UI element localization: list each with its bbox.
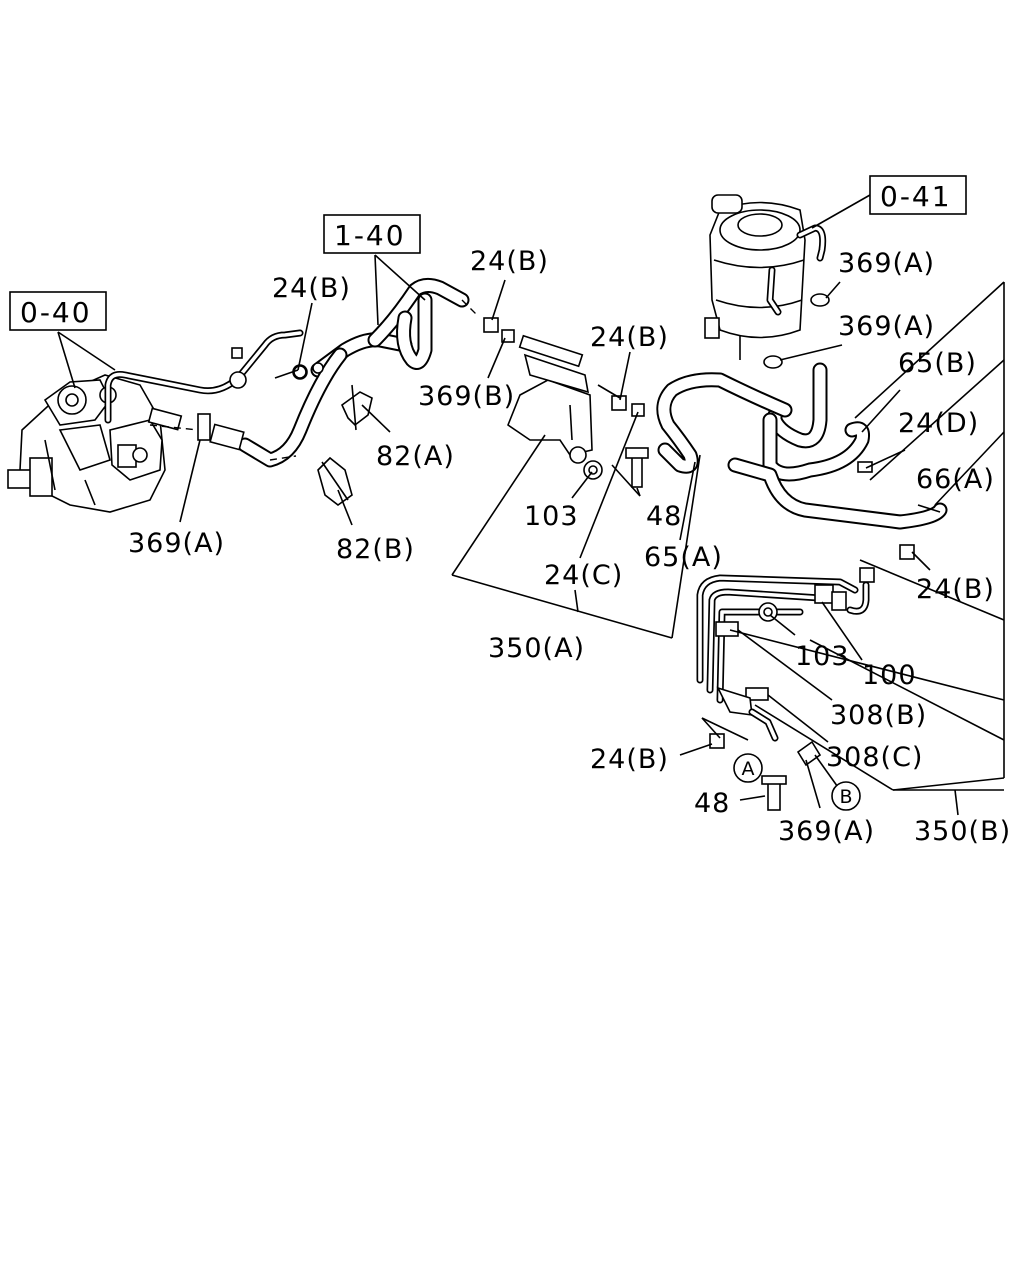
ref-box-label: 1-40 — [334, 219, 406, 252]
callout-82a: 82(A) — [376, 441, 455, 472]
callout-82b: 82(B) — [336, 534, 415, 565]
callout-369a: 369(A) — [778, 816, 875, 847]
callout-24b: 24(B) — [916, 574, 995, 605]
ref-box-label: 0-40 — [20, 296, 92, 329]
pipe-assembly-350b-drawing — [696, 574, 859, 811]
callout-369a: 369(A) — [838, 248, 935, 279]
callout-100: 100 — [862, 660, 917, 691]
callout-24c: 24(C) — [544, 560, 623, 591]
ref-box-label: 0-41 — [880, 180, 952, 213]
callout-24d: 24(D) — [898, 408, 979, 439]
callout-24b: 24(B) — [590, 744, 669, 775]
ref-box-0-40: 0-40 — [9, 291, 107, 331]
circle-marker-a: A — [733, 753, 763, 783]
clip-82b-drawing — [317, 456, 353, 506]
leader-lines — [57, 194, 1005, 816]
callout-66a: 66(A) — [916, 464, 995, 495]
callout-369b: 369(B) — [418, 381, 515, 412]
callout-350b: 350(B) — [914, 816, 1011, 847]
ref-box-1-40: 1-40 — [323, 214, 421, 254]
callout-24b: 24(B) — [590, 322, 669, 353]
callout-103: 103 — [524, 501, 579, 532]
callout-350a: 350(A) — [488, 633, 585, 664]
callout-65a: 65(A) — [644, 542, 723, 573]
fuel-filter-drawing — [704, 194, 830, 369]
callout-369a: 369(A) — [128, 528, 225, 559]
callout-308b: 308(B) — [830, 700, 927, 731]
callout-24b: 24(B) — [272, 273, 351, 304]
ref-box-0-41: 0-41 — [869, 175, 967, 215]
circle-marker-label: B — [839, 786, 852, 808]
pipe-1-40-drawing — [104, 277, 479, 468]
circle-marker-b: B — [831, 781, 861, 811]
bracket-350a-drawing — [507, 334, 649, 488]
callout-308c: 308(C) — [826, 742, 923, 773]
callout-24b: 24(B) — [470, 246, 549, 277]
circle-marker-label: A — [742, 758, 755, 780]
injection-pump-drawing — [7, 374, 183, 513]
callout-labels: 24(B) 24(B) 24(B) 24(B) 24(B) 24(C) 24(D… — [128, 246, 1011, 847]
callout-65b: 65(B) — [898, 348, 977, 379]
clip-82a-drawing — [340, 384, 373, 431]
callout-48: 48 — [694, 788, 730, 819]
hose-group-drawing — [656, 362, 948, 615]
callout-369a: 369(A) — [838, 311, 935, 342]
callout-48: 48 — [646, 501, 682, 532]
callout-103: 103 — [795, 641, 850, 672]
